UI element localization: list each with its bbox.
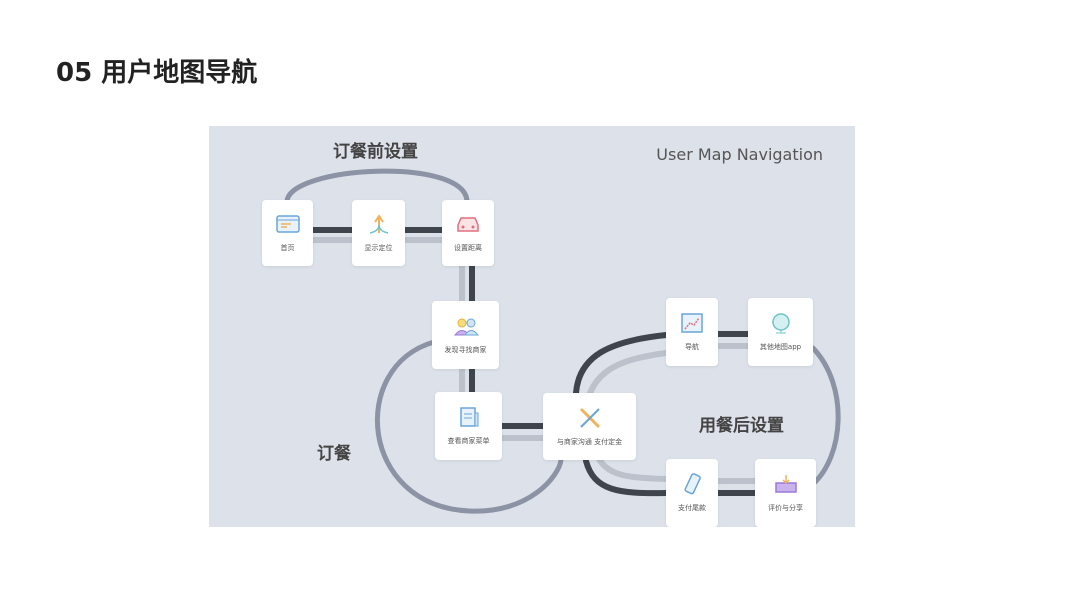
step-card-location: 显示定位 — [352, 200, 405, 266]
section-label-before-order: 订餐前设置 — [333, 142, 418, 162]
menu-document-icon — [459, 407, 478, 427]
step-card-pay-balance: 支付尾款 — [666, 459, 718, 527]
step-card-distance: 设置距离 — [442, 200, 494, 266]
step-label: 导航 — [685, 343, 699, 351]
step-card-review-share: 评价与分享 — [755, 459, 816, 527]
step-card-communicate-pay-deposit: 与商家沟通 支付定金 — [543, 393, 636, 460]
step-label: 设置距离 — [454, 244, 482, 252]
step-label: 查看商家菜单 — [447, 437, 490, 445]
step-card-menu: 查看商家菜单 — [435, 392, 502, 460]
step-card-other-map-app: 其他地图app — [748, 298, 813, 366]
step-card-discover: 发现寻找商家 — [432, 301, 499, 369]
navigation-diagram: User Map Navigation 订餐前设置 订餐 用餐后设置 首页 显示… — [209, 126, 855, 527]
people-icon — [453, 318, 479, 336]
globe-icon — [771, 313, 790, 334]
section-label-order: 订餐 — [317, 444, 351, 464]
page-title: 05 用户地图导航 — [56, 58, 258, 88]
step-label: 评价与分享 — [768, 504, 803, 512]
step-card-navigate: 导航 — [666, 298, 718, 366]
inbox-share-icon — [774, 475, 797, 493]
section-label-after-meal: 用餐后设置 — [699, 416, 784, 436]
track-lines — [284, 168, 841, 514]
route-map-icon — [681, 313, 703, 333]
step-card-home: 首页 — [262, 200, 313, 266]
step-label: 支付尾款 — [678, 504, 706, 512]
step-label: 首页 — [280, 244, 295, 252]
step-label: 与商家沟通 支付定金 — [556, 437, 623, 446]
diagram-english-title: User Map Navigation — [656, 145, 823, 164]
browser-window-icon — [275, 215, 300, 233]
location-arrow-icon — [369, 214, 388, 234]
step-label: 发现寻找商家 — [444, 346, 487, 354]
knife-fork-icon — [579, 407, 600, 428]
car-icon — [457, 217, 479, 232]
step-label: 其他地图app — [759, 343, 802, 351]
phone-icon — [684, 473, 701, 495]
step-label: 显示定位 — [364, 244, 393, 252]
